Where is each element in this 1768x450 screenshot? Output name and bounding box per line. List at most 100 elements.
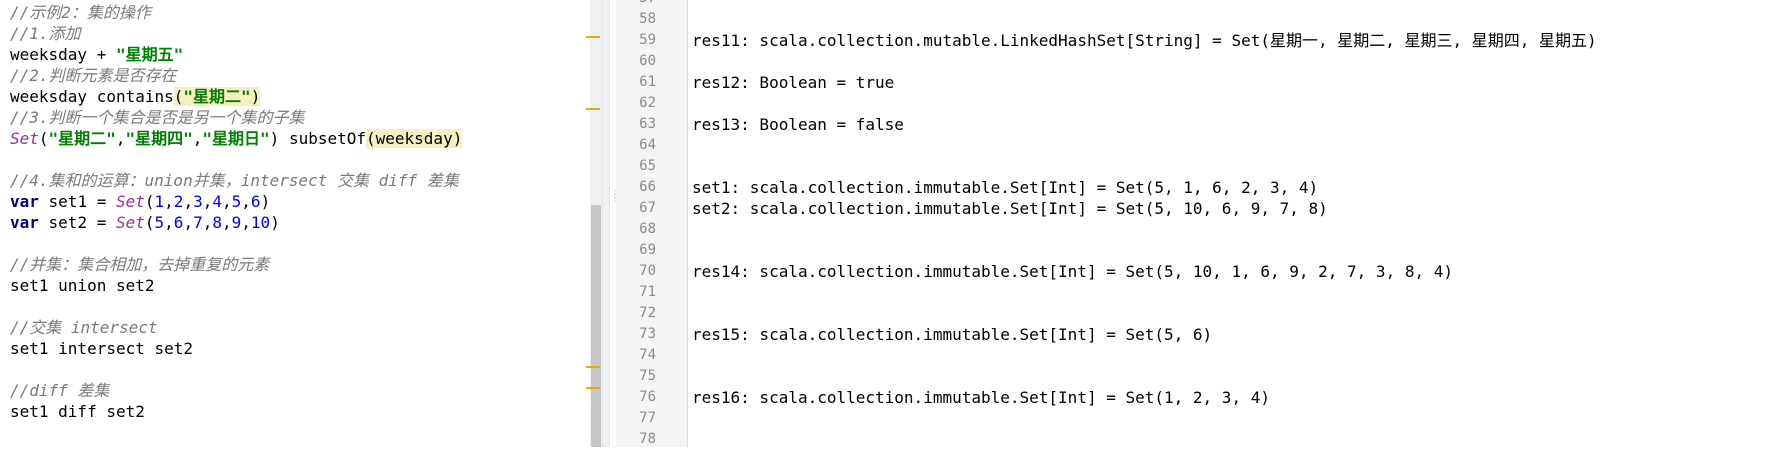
- line-number: 69: [639, 242, 656, 258]
- code-token: "星期二": [183, 87, 251, 106]
- output-line: set2: scala.collection.immutable.Set[Int…: [692, 199, 1328, 218]
- output-line: res14: scala.collection.immutable.Set[In…: [692, 262, 1453, 281]
- line-number: 59: [639, 32, 656, 48]
- output-line: res13: Boolean = false: [692, 115, 904, 134]
- code-line[interactable]: //4.集和的运算：union并集，intersect 交集 diff 差集: [10, 170, 459, 191]
- pane-splitter[interactable]: [602, 0, 610, 447]
- code-line[interactable]: set1 intersect set2: [10, 338, 193, 359]
- code-line[interactable]: var set2 = Set(5,6,7,8,9,10): [10, 212, 280, 233]
- line-number: 77: [639, 410, 656, 426]
- code-token: ,: [183, 192, 194, 211]
- scrollbar-marker[interactable]: [586, 36, 600, 38]
- scrollbar-marker[interactable]: [586, 387, 600, 389]
- code-token: 3: [193, 192, 203, 211]
- code-token: 5: [154, 213, 165, 232]
- code-line[interactable]: weeksday contains("星期二"): [10, 86, 261, 107]
- editor-scrollbar-thumb[interactable]: [591, 205, 601, 447]
- code-token: set1 diff set2: [10, 402, 145, 421]
- line-number: 70: [639, 263, 656, 279]
- splitter-grip-icon[interactable]: ⋮⋮: [610, 189, 620, 204]
- code-token: (: [144, 213, 155, 232]
- code-token: ,: [183, 213, 194, 232]
- line-number: 74: [639, 347, 656, 363]
- code-line[interactable]: Set("星期二","星期四","星期日") subsetOf(weeksday…: [10, 128, 463, 149]
- code-line[interactable]: //交集 intersect: [10, 317, 158, 338]
- code-token: ,: [241, 213, 251, 232]
- line-number: 67: [639, 200, 656, 216]
- line-number: 62: [639, 95, 656, 111]
- code-token: ): [270, 213, 280, 232]
- scrollbar-marker[interactable]: [586, 108, 600, 110]
- output-line: res16: scala.collection.immutable.Set[In…: [692, 388, 1270, 407]
- code-token: (weeksday): [366, 129, 463, 148]
- code-token: set2 =: [38, 213, 116, 232]
- code-token: //1.添加: [10, 24, 81, 43]
- line-number: 65: [639, 158, 656, 174]
- output-line: res11: scala.collection.mutable.LinkedHa…: [692, 31, 1597, 50]
- code-token: ,: [164, 192, 174, 211]
- line-number: 61: [639, 74, 656, 90]
- code-line[interactable]: var set1 = Set(1,2,3,4,5,6): [10, 191, 270, 212]
- code-token: ,: [202, 213, 213, 232]
- code-line[interactable]: set1 diff set2: [10, 401, 145, 422]
- code-token: ,: [222, 192, 232, 211]
- code-token: ): [260, 192, 271, 211]
- line-number: 63: [639, 116, 656, 132]
- code-token: Set: [115, 213, 145, 232]
- line-number: 78: [639, 431, 656, 447]
- code-line[interactable]: set1 union set2: [10, 275, 155, 296]
- code-token: "星期四": [125, 129, 193, 148]
- code-token: 6: [173, 213, 184, 232]
- line-number: 57: [616, 0, 656, 9]
- code-token: set1 intersect set2: [10, 339, 194, 358]
- code-token: "星期五": [115, 45, 184, 64]
- code-line[interactable]: //2.判断元素是否存在: [10, 65, 177, 86]
- line-number: 76: [639, 389, 656, 405]
- code-token: 4: [212, 192, 222, 211]
- line-number: 60: [639, 53, 656, 69]
- code-token: weeksday contains: [10, 87, 174, 106]
- code-token: 6: [250, 192, 261, 211]
- code-token: "星期日": [202, 129, 270, 148]
- code-token: ,: [202, 192, 213, 211]
- output-line: res12: Boolean = true: [692, 73, 895, 92]
- code-token: //并集：集合相加，去掉重复的元素: [10, 255, 270, 274]
- code-token: (: [38, 129, 49, 148]
- code-token: var: [10, 213, 39, 232]
- code-token: 8: [212, 213, 222, 232]
- output-line: res15: scala.collection.immutable.Set[In…: [692, 325, 1213, 344]
- code-token: "星期二": [48, 129, 116, 148]
- code-token: 1: [154, 192, 165, 211]
- code-token: //2.判断元素是否存在: [10, 66, 177, 85]
- code-token: 7: [193, 213, 203, 232]
- code-token: //示例2：集的操作: [10, 3, 151, 22]
- code-token: Set: [115, 192, 145, 211]
- code-token: //diff 差集: [10, 381, 110, 400]
- code-token: ) subsetOf: [269, 129, 366, 148]
- line-number: 58: [639, 11, 656, 27]
- code-line[interactable]: //并集：集合相加，去掉重复的元素: [10, 254, 269, 275]
- code-line[interactable]: //1.添加: [10, 23, 81, 44]
- line-number: 72: [639, 305, 656, 321]
- code-token: ): [250, 87, 261, 106]
- scrollbar-marker[interactable]: [586, 366, 600, 368]
- code-token: set1 =: [38, 192, 116, 211]
- code-token: 10: [250, 213, 271, 232]
- code-line[interactable]: weeksday + "星期五": [10, 44, 183, 65]
- line-number: 73: [639, 326, 656, 342]
- code-token: //4.集和的运算：union并集，intersect 交集 diff 差集: [10, 171, 459, 190]
- code-token: (: [144, 192, 155, 211]
- code-line[interactable]: //3.判断一个集合是否是另一个集的子集: [10, 107, 305, 128]
- output-line: set1: scala.collection.immutable.Set[Int…: [692, 178, 1319, 197]
- code-token: set1 union set2: [10, 276, 155, 295]
- code-line[interactable]: //示例2：集的操作: [10, 2, 151, 23]
- code-token: //交集 intersect: [10, 318, 158, 337]
- code-token: 2: [173, 192, 184, 211]
- code-token: ,: [115, 129, 126, 148]
- code-token: ,: [164, 213, 174, 232]
- code-token: var: [10, 192, 39, 211]
- code-token: weeksday +: [10, 45, 116, 64]
- code-token: (: [173, 87, 184, 106]
- code-line[interactable]: //diff 差集: [10, 380, 109, 401]
